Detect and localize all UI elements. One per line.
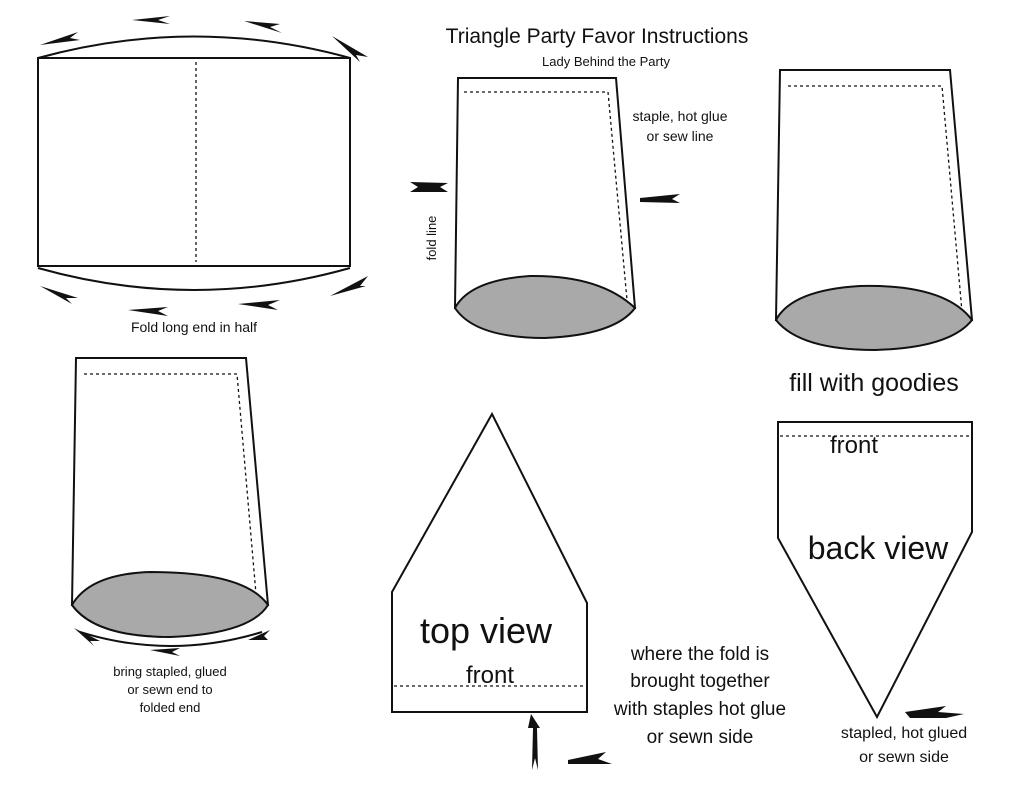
fold-line-label: fold line (424, 216, 439, 261)
tube-opening (774, 284, 974, 352)
back-view-shape (777, 421, 973, 720)
step6-caption-line2: or sewn side (859, 749, 949, 766)
top-view-shape (391, 411, 588, 713)
arrow-icon (40, 286, 78, 304)
step2-folded-tube: staple, hot glue or sew line fold line (410, 77, 728, 340)
arrow-icon (128, 307, 168, 316)
back-view-front-label: front (830, 432, 878, 459)
tube-outline (453, 77, 637, 309)
arrow-icon (568, 752, 612, 764)
arrow-icon (905, 706, 964, 718)
seam-dotted-line (464, 91, 628, 301)
tube-opening (70, 570, 270, 639)
seam-dotted-line (84, 373, 257, 595)
step6-back-view: front back view stapled, hot glued or se… (777, 421, 973, 766)
step4-caption-line2: or sewn end to (127, 682, 212, 697)
flat-rectangle (37, 57, 351, 267)
arrow-icon (238, 300, 280, 310)
tube-outline (774, 69, 974, 321)
step4-tube: bring stapled, glued or sewn end to fold… (70, 357, 270, 715)
step5-top-view: top view front where the fold is brought… (391, 411, 786, 770)
step5-note-line1: where the fold is (630, 644, 769, 665)
step3-caption: fill with goodies (789, 369, 959, 397)
arrow-icon (640, 194, 680, 203)
arrow-icon (132, 16, 170, 24)
bring-together-arc (79, 631, 263, 647)
step6-caption-line1: stapled, hot glued (841, 725, 967, 742)
arrow-icon (244, 21, 282, 33)
step4-caption-line1: bring stapled, glued (113, 664, 226, 679)
step3-filled-tube: fill with goodies (774, 69, 974, 397)
back-view-label: back view (808, 530, 949, 566)
arrow-icon (528, 714, 540, 770)
arrow-icon (330, 276, 368, 296)
step5-note-line2: brought together (630, 671, 770, 692)
step4-caption-line3: folded end (140, 700, 201, 715)
top-view-front-label: front (466, 662, 514, 689)
step5-note-line3: with staples hot glue (613, 699, 786, 720)
arrow-icon (248, 630, 270, 640)
arrow-icon (332, 36, 368, 62)
seam-note-line1: staple, hot glue (633, 108, 728, 124)
diagram-title: Triangle Party Favor Instructions (446, 25, 749, 48)
arrow-icon (150, 648, 180, 656)
tube-opening (453, 274, 637, 340)
step1-flat-sheet: Fold long end in half (37, 16, 368, 335)
arrow-icon (40, 32, 80, 45)
arrow-icon (410, 182, 448, 192)
step1-caption: Fold long end in half (131, 319, 257, 335)
step5-note-line4: or sewn side (647, 727, 754, 748)
seam-note-line2: or sew line (647, 128, 714, 144)
top-view-label: top view (420, 610, 553, 651)
diagram-subtitle: Lady Behind the Party (542, 54, 670, 69)
top-fold-arc (37, 35, 351, 59)
arrow-icon (74, 628, 100, 646)
bottom-fold-arc (37, 267, 351, 291)
